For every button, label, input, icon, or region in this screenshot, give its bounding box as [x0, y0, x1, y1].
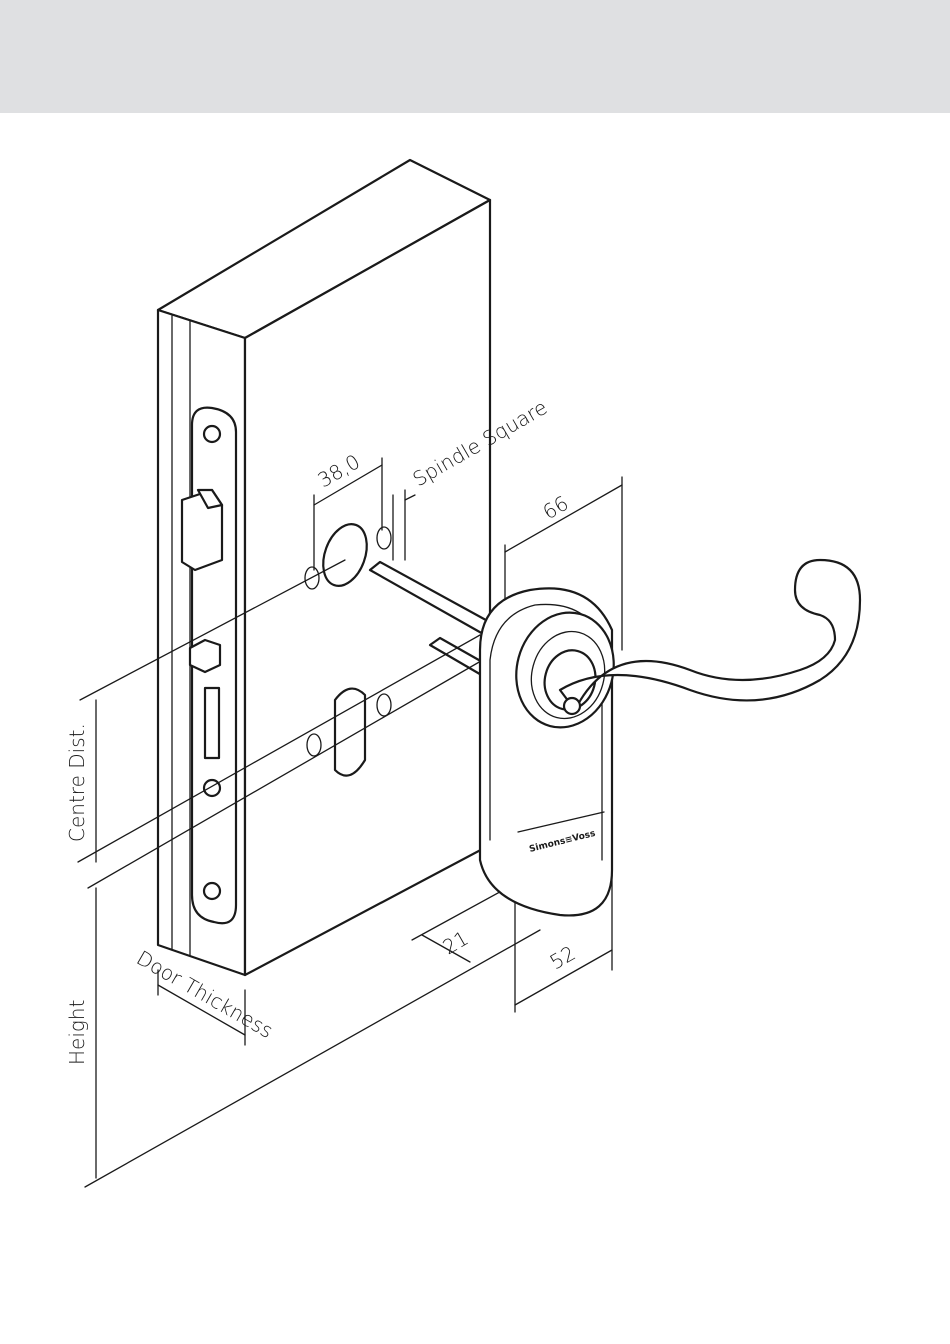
dim-52-label: 52	[546, 941, 580, 975]
dim-21-label: 21	[439, 926, 473, 960]
height-label: Height	[65, 1000, 89, 1065]
electronic-escutcheon: Simons≡Voss	[480, 588, 626, 915]
dim-66-label: 66	[539, 491, 573, 525]
centre-dist-label: Centre Dist.	[65, 723, 89, 842]
